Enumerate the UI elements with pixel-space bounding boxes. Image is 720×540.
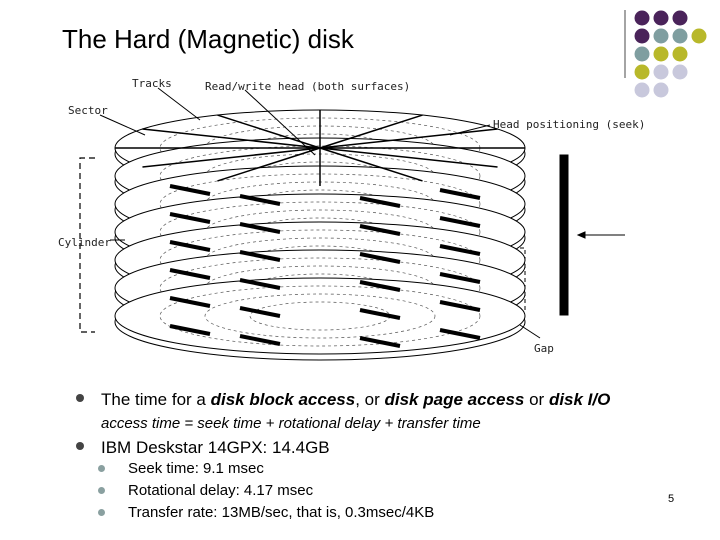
decorative-dot: [691, 28, 707, 44]
read-write-head: [359, 252, 401, 264]
page-number: 5: [668, 493, 675, 505]
read-write-head: [239, 278, 281, 290]
decorative-dot: [672, 46, 688, 62]
read-write-head: [239, 334, 281, 346]
decorative-dot: [653, 28, 669, 44]
read-write-head: [439, 188, 481, 200]
read-write-head: [359, 336, 401, 348]
read-write-head: [169, 296, 211, 308]
label-cylinder: Cylinder: [58, 236, 111, 249]
label-gap: Gap: [534, 342, 554, 355]
track-ring: [159, 229, 481, 291]
decorative-dot: [653, 82, 669, 98]
label-tracks: Tracks: [132, 77, 172, 90]
decorative-dot: [653, 46, 669, 62]
decorative-dot: [634, 64, 650, 80]
track-ring: [159, 173, 481, 235]
sub-bullet-icon: [98, 487, 105, 494]
read-write-head: [439, 328, 481, 340]
read-write-head: [239, 250, 281, 262]
decorative-dot: [634, 10, 650, 26]
read-write-head: [169, 184, 211, 196]
sector-boundary: [217, 147, 321, 182]
read-write-head: [239, 222, 281, 234]
read-write-head: [439, 244, 481, 256]
sector-boundary: [319, 128, 498, 149]
decorative-dot: [672, 64, 688, 80]
sector-boundary: [142, 128, 321, 149]
read-write-head: [239, 306, 281, 318]
sub-bullet-icon: [98, 465, 105, 472]
sector-boundary: [319, 147, 423, 182]
track-ring: [159, 201, 481, 263]
decorative-dot: [634, 28, 650, 44]
access-time-formula: access time = seek time + rotational del…: [101, 415, 481, 432]
read-write-head: [239, 194, 281, 206]
read-write-head: [359, 280, 401, 292]
read-write-head: [439, 272, 481, 284]
sector-boundary: [142, 147, 321, 168]
disk-diagram: Tracks Read/write head (both surfaces) S…: [50, 70, 650, 370]
slide-title: The Hard (Magnetic) disk: [62, 24, 354, 54]
label-head-positioning: Head positioning (seek): [493, 118, 646, 131]
read-write-head: [359, 196, 401, 208]
read-write-head: [439, 216, 481, 228]
track-ring: [159, 285, 481, 347]
track-ring: [159, 145, 481, 207]
decorative-dot-grid: [624, 10, 707, 98]
bullet-icon: [76, 442, 84, 450]
sector-boundary: [217, 114, 321, 149]
decorative-dot: [653, 10, 669, 26]
decorative-dot: [672, 10, 688, 26]
decorative-dot: [634, 46, 650, 62]
read-write-head: [359, 308, 401, 320]
label-sector: Sector: [68, 104, 108, 117]
read-write-head: [169, 240, 211, 252]
sector-boundary: [319, 114, 423, 149]
bullet-text: The time for a disk block access, or dis…: [101, 390, 611, 409]
read-write-head: [169, 268, 211, 280]
track-ring: [204, 293, 436, 339]
bullet-icon: [76, 394, 84, 402]
sector-boundary: [319, 147, 498, 168]
platter-surface: [114, 277, 526, 355]
disk-stack-drawing: [79, 87, 625, 361]
bullet-text: IBM Deskstar 14GPX: 14.4GB: [101, 438, 330, 457]
read-write-head: [439, 300, 481, 312]
read-write-head: [359, 224, 401, 236]
sub-bullet-icon: [98, 509, 105, 516]
label-read-write-head: Read/write head (both surfaces): [205, 80, 411, 93]
track-ring: [159, 257, 481, 319]
decorative-dot: [634, 82, 650, 98]
read-write-head: [169, 212, 211, 224]
decorative-dot: [653, 64, 669, 80]
read-write-head: [169, 324, 211, 336]
decorative-dot: [672, 28, 688, 44]
